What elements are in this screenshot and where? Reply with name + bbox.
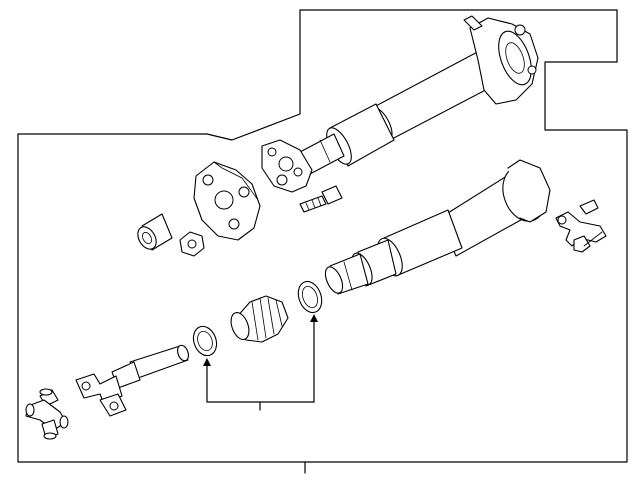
rear-shaft-assembly [261,15,539,193]
spacer-bushing [137,213,173,251]
boot-clamp-right [297,280,323,314]
slip-yoke [75,344,189,417]
callout-leader [203,314,318,411]
flex-coupling [193,161,261,241]
coupling-bolt [299,185,343,213]
boot-clamp-left [192,325,218,357]
front-shaft-assembly [324,159,551,295]
center-bearing-bracket [555,199,607,253]
boot [230,295,289,343]
coupling-nut [179,231,205,257]
universal-joint-cross [25,388,69,440]
diagram-frame [17,9,628,474]
